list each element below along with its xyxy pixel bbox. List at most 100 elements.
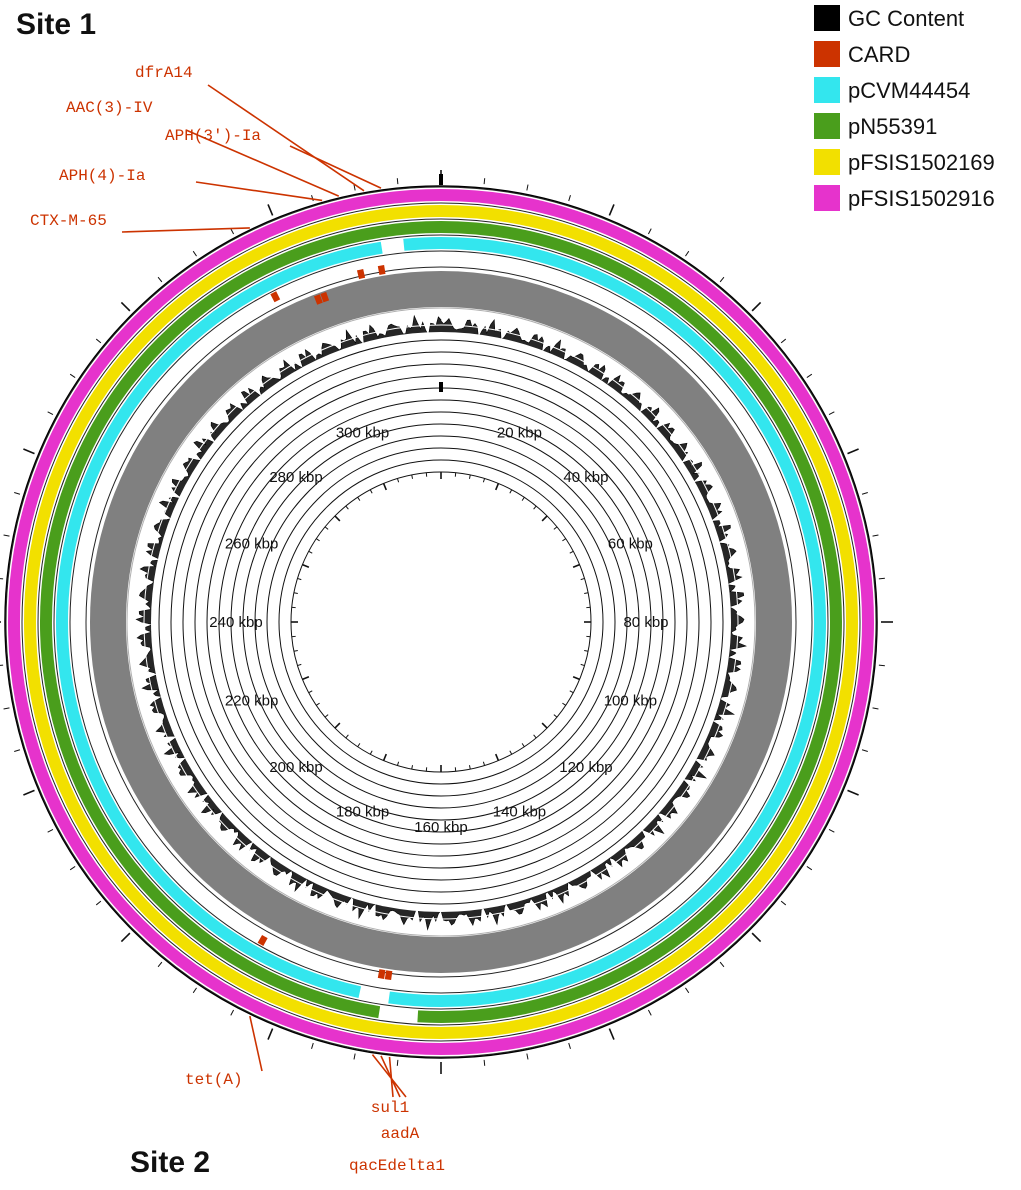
inner-tick <box>521 743 525 747</box>
gc-ring-edge <box>126 307 756 937</box>
inner-tick <box>308 550 313 554</box>
inner-tick <box>562 702 566 706</box>
gene-label: tet(A) <box>185 1071 243 1089</box>
inner-tick <box>569 690 574 694</box>
kbp-label: 100 kbp <box>604 692 657 709</box>
gene-callout-line <box>289 145 382 189</box>
inner-tick <box>297 577 302 581</box>
inner-tick <box>584 649 589 652</box>
inner-tick <box>482 478 486 483</box>
inner-tick <box>334 515 341 522</box>
kbp-label: 40 kbp <box>563 469 608 486</box>
outer-tick <box>828 828 835 833</box>
track-rings <box>4 185 878 1059</box>
inner-tick <box>411 765 414 770</box>
legend-label: pFSIS1502916 <box>848 186 995 211</box>
outer-tick <box>353 1053 356 1060</box>
gene-callout-line <box>195 181 323 202</box>
track-border <box>37 218 845 1026</box>
inner-tick <box>396 761 400 766</box>
outer-tick <box>780 900 787 906</box>
legend-label: GC Content <box>848 6 964 31</box>
outer-tick <box>95 338 102 344</box>
inner-tick <box>494 753 500 761</box>
outer-tick <box>230 228 235 235</box>
inner-tick <box>521 497 525 501</box>
empty-track-ring <box>278 459 604 785</box>
outer-tick <box>568 195 571 202</box>
outer-tick <box>230 1009 235 1016</box>
legend-label: pCVM44454 <box>848 78 970 103</box>
outer-tick <box>192 250 197 257</box>
inner-tick <box>324 714 329 718</box>
legend-label: pFSIS1502169 <box>848 150 995 175</box>
outer-tick <box>157 276 163 283</box>
outer-tick <box>483 1059 486 1066</box>
legend-label: pN55391 <box>848 114 937 139</box>
empty-track-ring <box>254 435 628 809</box>
inner-tick <box>553 526 558 530</box>
site-1-label: Site 1 <box>16 8 96 41</box>
legend-swatch <box>814 77 840 103</box>
legend-swatch <box>814 41 840 67</box>
inner-tick <box>293 592 298 595</box>
legend: GC ContentCARDpCVM44454pN55391pFSIS15021… <box>814 5 995 211</box>
gene-label: APH(4)-Ia <box>59 167 146 185</box>
outer-tick <box>483 178 486 185</box>
inner-tick <box>297 663 302 667</box>
inner-tick <box>316 538 320 542</box>
empty-track-ring <box>230 411 652 833</box>
outer-tick <box>751 932 762 943</box>
gene-label: aadA <box>381 1125 420 1143</box>
outer-tick <box>847 448 859 455</box>
outer-tick <box>828 411 835 416</box>
gene-label: qacEdelta1 <box>349 1157 445 1175</box>
track-border <box>69 250 813 994</box>
outer-tick <box>780 338 787 344</box>
inner-tick <box>293 649 298 652</box>
track-pcvm44454 <box>56 241 383 999</box>
inner-tick <box>562 538 566 542</box>
outer-tick <box>751 301 762 312</box>
outer-tick <box>23 789 35 796</box>
empty-track-ring <box>194 375 688 869</box>
outer-tick <box>311 1042 314 1049</box>
inner-tick <box>334 722 341 729</box>
gene-label: AAC(3)-IV <box>66 99 153 117</box>
inner-tick <box>584 592 589 595</box>
inner-tick <box>572 675 580 681</box>
inner-tick <box>509 489 513 494</box>
inner-tick <box>369 750 373 755</box>
track-pfsis1502916 <box>8 189 874 1055</box>
outer-tick <box>353 184 356 191</box>
outer-tick <box>568 1042 571 1049</box>
empty-track-ring <box>266 447 616 797</box>
card-mark <box>320 291 330 303</box>
gene-label: dfrA14 <box>135 64 193 82</box>
gene-callout-line <box>371 1054 407 1098</box>
inner-tick <box>382 753 388 761</box>
card-mark <box>384 970 393 981</box>
kbp-label: 140 kbp <box>493 803 546 820</box>
inner-tick <box>580 577 585 581</box>
outer-tick <box>861 749 868 752</box>
outer-tick <box>69 866 76 871</box>
track-pn55391 <box>39 221 442 1019</box>
inner-tick <box>482 761 486 766</box>
outer-tick <box>47 828 54 833</box>
track-pfsis1502169 <box>24 205 858 1039</box>
outer-tick <box>69 373 76 378</box>
card-mark <box>377 265 386 275</box>
gc-skew-ring <box>90 271 792 973</box>
outer-tick <box>95 900 102 906</box>
outer-tick <box>157 961 163 968</box>
outer-tick <box>719 961 725 968</box>
gene-label: APH(3')-Ia <box>165 127 261 145</box>
kbp-label: 120 kbp <box>559 759 612 776</box>
legend-swatch <box>814 5 840 31</box>
outer-tick <box>719 276 725 283</box>
kbp-label: 20 kbp <box>497 425 542 442</box>
card-mark <box>377 969 386 979</box>
